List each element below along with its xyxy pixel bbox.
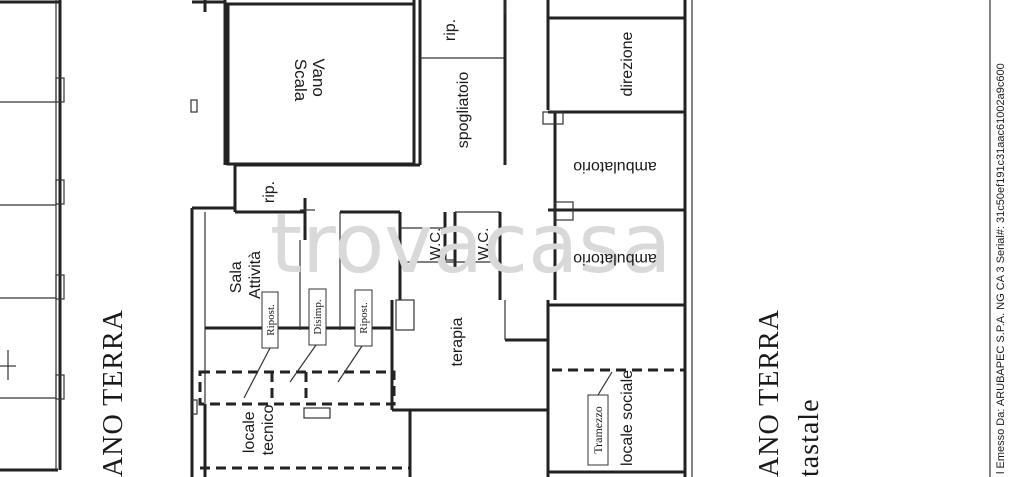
svg-text:Disimp.: Disimp. [312, 299, 324, 334]
svg-text:Ripost.: Ripost. [358, 302, 370, 334]
label-wc-2: W.C. [475, 228, 492, 261]
tag-tramezzo: Tramezzo [587, 371, 613, 466]
tag-disimp: Disimp. [289, 288, 327, 383]
label-sala-attivita: Sala Attività [228, 251, 264, 299]
tag-ripost-2: Ripost. [337, 289, 373, 383]
label-rip-mid: rip. [261, 181, 278, 203]
label-rip-top: rip. [442, 19, 459, 41]
label-ambulatorio-2: ambulatorio [573, 250, 657, 267]
left-floor-title: ANO TERRA [98, 309, 129, 477]
svg-text:Tramezzo: Tramezzo [591, 406, 605, 454]
watermark: trovacasa [270, 197, 671, 292]
label-spogliatoio: spogliatoio [455, 72, 472, 149]
tag-ripost-1: Ripost. [243, 291, 279, 399]
label-locale-sociale: locale sociale [619, 370, 636, 466]
label-locale-tecnico: locale tecnico [241, 405, 277, 456]
right-floor-subtitle: tastale [794, 398, 825, 477]
label-wc-1: W.C. [427, 228, 444, 261]
digital-signature-stamp: l Emesso Da: ARUBAPEC S.P.A. NG CA 3 Ser… [995, 63, 1007, 474]
right-floor-title: ANO TERRA [754, 309, 785, 477]
svg-text:Ripost.: Ripost. [265, 304, 277, 336]
left-building-outline [0, 0, 65, 472]
label-vano-scala: Vano Scala [291, 58, 328, 101]
label-ambulatorio-1: ambulatorio [573, 158, 657, 175]
label-terapia: terapia [449, 317, 466, 366]
label-direzione: direzione [619, 31, 636, 96]
